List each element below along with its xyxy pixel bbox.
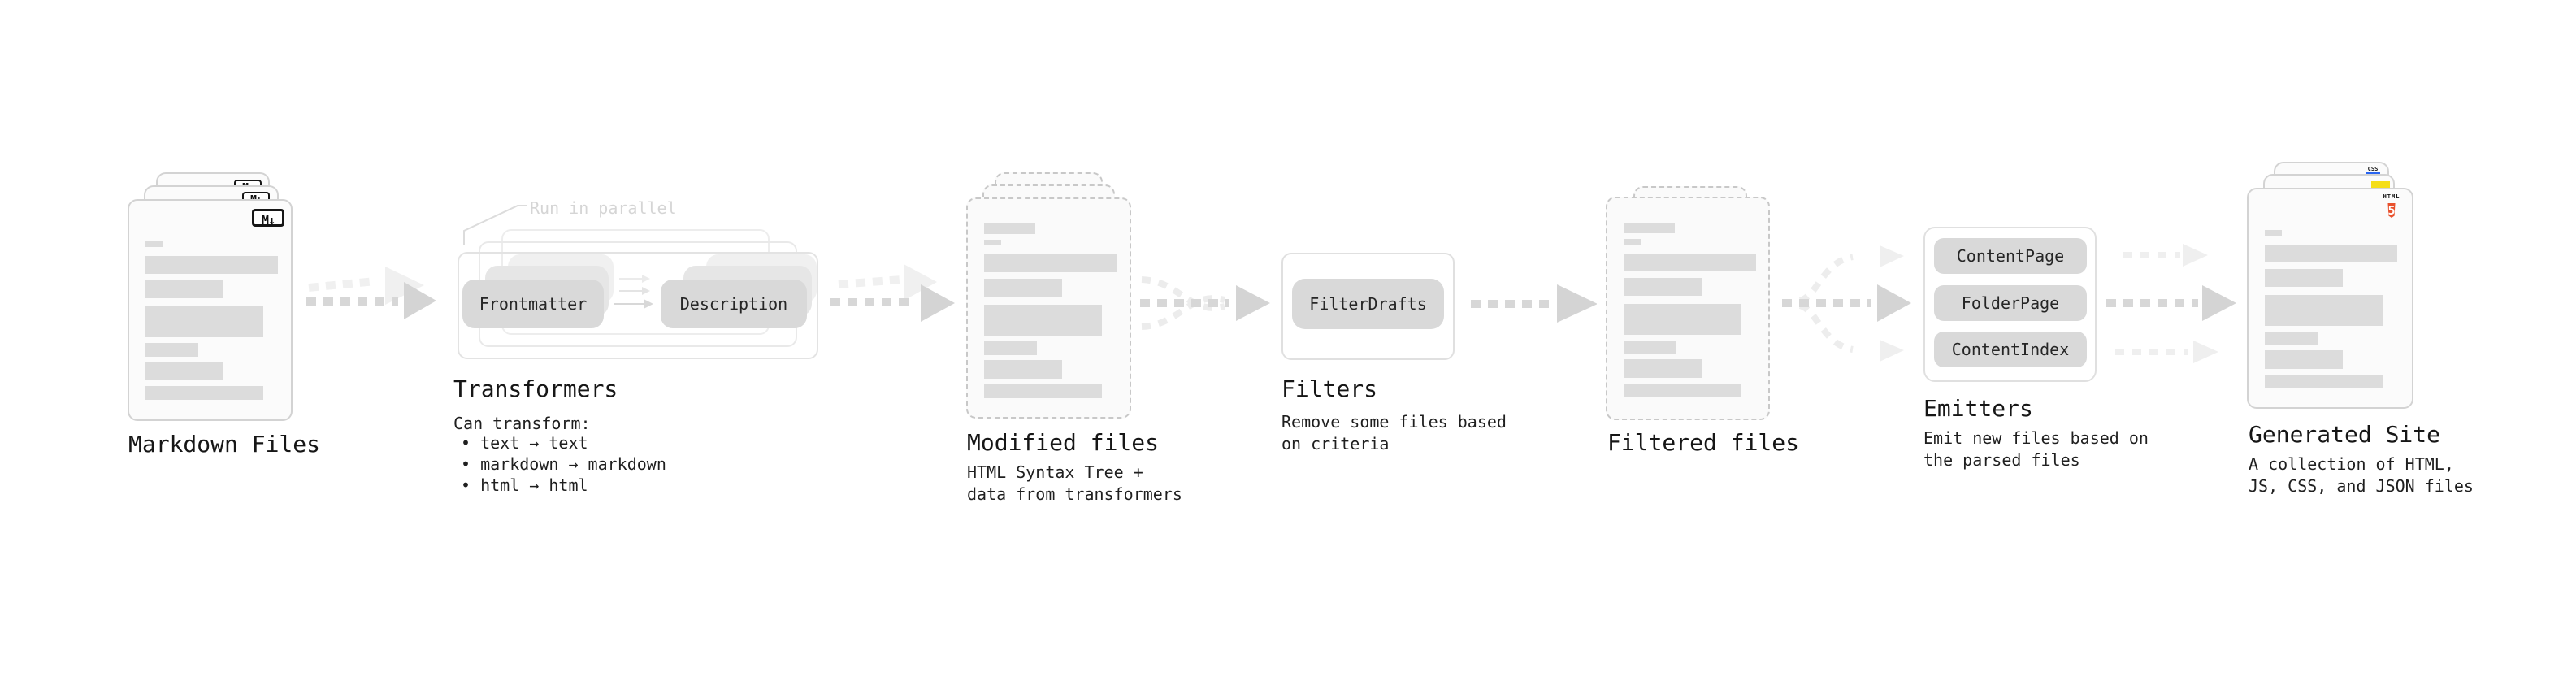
file-card-generated: HTML 5 (2247, 188, 2413, 409)
text-line-placeholder (1624, 340, 1676, 354)
file-card-markdown: M↓ (128, 199, 293, 421)
flow-arrow-emitters-to-generated (2106, 244, 2236, 363)
flow-arrow-filtered-to-emitters (1782, 245, 1911, 362)
text-line-placeholder (1624, 359, 1702, 378)
text-line-placeholder (145, 362, 223, 380)
text-line-placeholder (145, 386, 263, 400)
stage-title-emitters: Emitters (1923, 395, 2033, 422)
text-line-placeholder (2265, 350, 2343, 369)
stage-title-generated: Generated Site (2249, 421, 2441, 448)
filters-box (1281, 253, 1455, 360)
bullet-item: • html → html (461, 475, 588, 495)
bullet-item: • markdown → markdown (461, 454, 666, 474)
text-line-placeholder (145, 241, 163, 247)
emitters-box (1923, 227, 2097, 382)
text-line-placeholder (1624, 223, 1675, 233)
text-line-placeholder (145, 306, 263, 337)
text-line-placeholder (984, 384, 1102, 398)
run-in-parallel-note: Run in parallel (530, 198, 677, 218)
flow-arrow-modified-to-filters (1140, 276, 1270, 330)
stage-title-filters: Filters (1281, 375, 1378, 402)
text-line-placeholder (145, 343, 198, 357)
flow-arrow-transformers-to-modified (830, 264, 955, 322)
text-line-placeholder (984, 341, 1037, 355)
text-line-placeholder (2265, 332, 2318, 345)
stage-desc-filters: Remove some files based on criteria (1281, 412, 1507, 453)
text-line-placeholder (2265, 375, 2383, 388)
js-icon (2371, 181, 2390, 189)
text-line-placeholder (145, 280, 223, 298)
text-line-placeholder (984, 360, 1062, 379)
flow-arrow-markdown-to-transformers (306, 267, 436, 319)
stage-title-modified: Modified files (967, 429, 1160, 456)
transformer-run-front (458, 252, 818, 359)
text-line-placeholder (145, 256, 278, 274)
text-line-placeholder (2265, 245, 2397, 262)
text-line-placeholder (984, 254, 1117, 272)
text-line-placeholder (984, 279, 1062, 297)
text-line-placeholder (1624, 254, 1756, 271)
stage-desc-transformers: Can transform: (453, 414, 591, 433)
file-card-filtered (1606, 197, 1770, 420)
stage-title-filtered: Filtered files (1607, 429, 1800, 456)
stage-desc-modified: HTML Syntax Tree + data from transformer… (967, 462, 1182, 504)
text-line-placeholder (2265, 230, 2282, 236)
filter-chip-filterdrafts: FilterDrafts (1292, 279, 1444, 329)
annotation-leader-line (463, 205, 527, 245)
text-line-placeholder (2265, 295, 2383, 326)
stage-desc-emitters: Emit new files based on the parsed files (1923, 428, 2149, 470)
text-line-placeholder (1624, 304, 1741, 335)
text-line-placeholder (1624, 278, 1702, 296)
text-line-placeholder (984, 223, 1035, 234)
transformer-chip-description: Description (661, 280, 807, 328)
stage-desc-generated: A collection of HTML, JS, CSS, and JSON … (2249, 454, 2474, 496)
text-line-placeholder (1624, 384, 1741, 397)
emitter-chip-contentpage: ContentPage (1934, 238, 2087, 274)
file-card-modified (966, 197, 1131, 419)
parallel-mini-arrows (614, 275, 653, 309)
css-icon: CSS (2365, 167, 2381, 175)
bullet-item: • text → text (461, 433, 588, 453)
flow-arrow-filters-to-filtered (1471, 284, 1597, 323)
stage-title-markdown: Markdown Files (128, 431, 321, 458)
markdown-icon: M↓ (252, 209, 284, 228)
emitter-chip-folderpage: FolderPage (1934, 285, 2087, 321)
text-line-placeholder (984, 240, 1001, 245)
html5-icon: HTML 5 (2383, 193, 2400, 218)
transform-bullet-list: • text → text • markdown → markdown • ht… (461, 432, 666, 496)
text-line-placeholder (2265, 269, 2343, 287)
emitter-chip-contentindex: ContentIndex (1934, 332, 2087, 367)
text-line-placeholder (984, 305, 1102, 336)
transformer-chip-frontmatter: Frontmatter (462, 280, 604, 328)
stage-title-transformers: Transformers (453, 375, 618, 402)
text-line-placeholder (1624, 239, 1641, 245)
